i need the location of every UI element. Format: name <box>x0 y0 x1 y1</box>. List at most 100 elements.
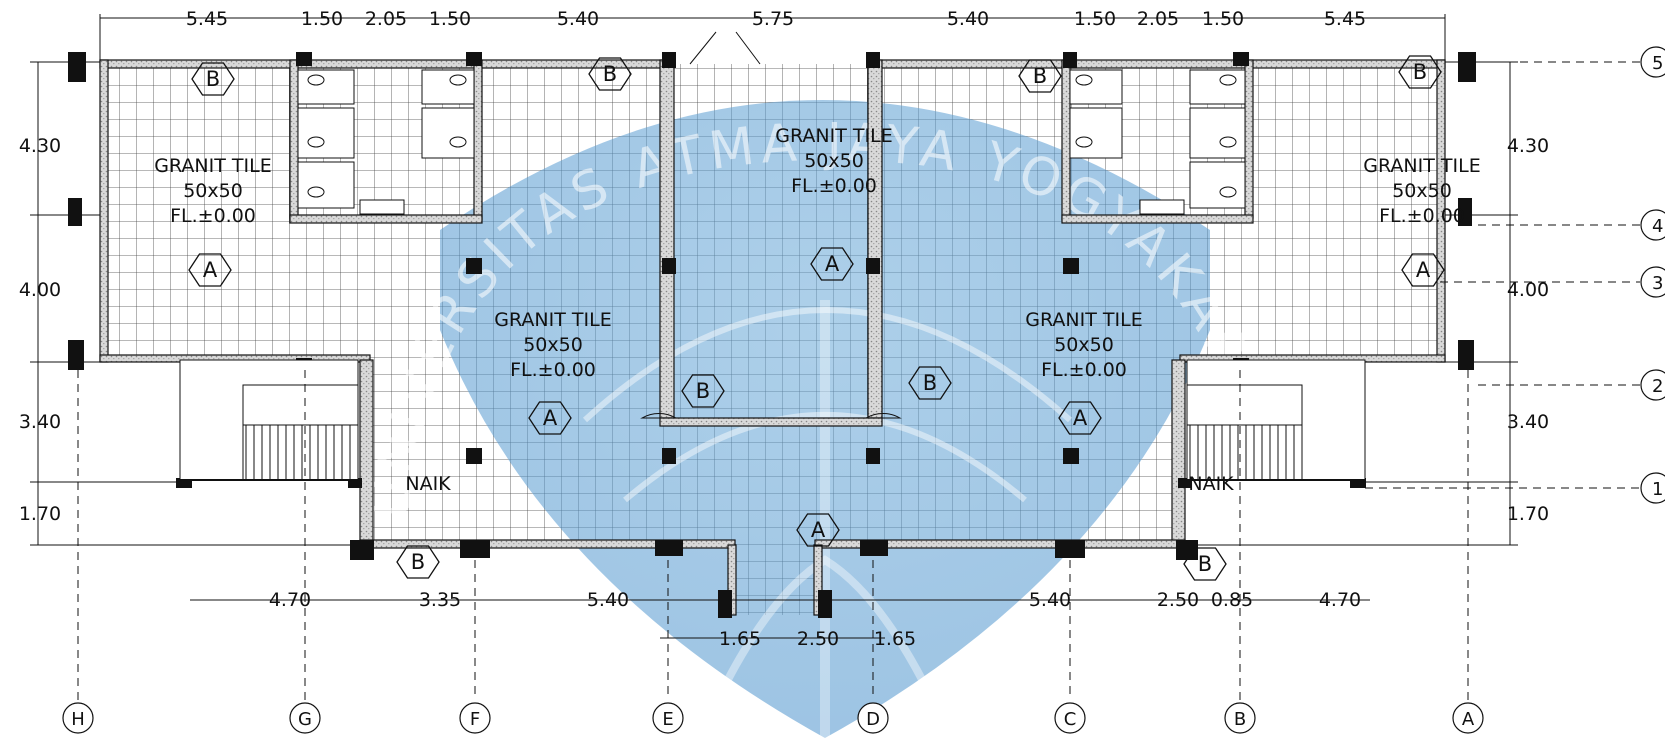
hex-tag-a: A <box>1058 401 1102 435</box>
dims-entrance: 1.65 2.50 1.65 <box>719 628 916 650</box>
svg-text:G: G <box>298 709 312 730</box>
hex-tag-a: A <box>188 253 232 287</box>
axis-bubble-g: G <box>289 702 321 734</box>
axis-bubble-2: 2 <box>1640 369 1665 401</box>
svg-text:A: A <box>1462 709 1475 730</box>
svg-text:FL.±0.00: FL.±0.00 <box>170 205 256 227</box>
stair-labels: NAIK NAIK <box>405 473 1234 495</box>
svg-text:50x50: 50x50 <box>1054 334 1114 356</box>
hex-tag-b: B <box>588 57 632 91</box>
svg-text:50x50: 50x50 <box>183 180 243 202</box>
dim-top-3: 2.05 <box>365 8 407 30</box>
room-label-right-hall: GRANIT TILE 50x50 FL.±0.00 <box>1025 309 1142 381</box>
dim-bottom-1: 4.70 <box>269 589 311 611</box>
svg-text:A: A <box>811 518 826 542</box>
svg-text:5: 5 <box>1652 53 1663 74</box>
svg-text:A: A <box>825 252 840 276</box>
dim-left-3: 3.40 <box>19 411 61 433</box>
dim-right-2: 4.00 <box>1507 279 1549 301</box>
dim-top-2: 1.50 <box>301 8 343 30</box>
toilet-fixtures-left <box>297 69 475 215</box>
axis-bubble-f: F <box>459 702 491 734</box>
svg-text:FL.±0.00: FL.±0.00 <box>1041 359 1127 381</box>
axis-bubble-a: A <box>1452 702 1484 734</box>
dim-bottom-4: 5.40 <box>1029 589 1071 611</box>
hex-tag-a: A <box>796 513 840 547</box>
dim-right-3: 3.40 <box>1507 411 1549 433</box>
grid-axes <box>77 61 1640 700</box>
hex-tag-a: A <box>1401 253 1445 287</box>
dims-bottom: 4.70 3.35 5.40 5.40 2.50 0.85 4.70 <box>269 589 1361 611</box>
dim-top-1: 5.45 <box>186 8 228 30</box>
axis-bubble-1: 1 <box>1640 472 1665 504</box>
dim-bottom-5: 2.50 <box>1157 589 1199 611</box>
dim-top-5: 5.40 <box>557 8 599 30</box>
svg-text:B: B <box>1234 709 1246 730</box>
svg-text:3: 3 <box>1652 273 1663 294</box>
svg-text:FL.±0.00: FL.±0.00 <box>510 359 596 381</box>
dim-top-9: 2.05 <box>1137 8 1179 30</box>
dim-bottom-2: 3.35 <box>419 589 461 611</box>
hex-tag-a: A <box>810 247 854 281</box>
hex-tag-b: B <box>396 545 440 579</box>
dim-bottom-3: 5.40 <box>587 589 629 611</box>
dim-left-2: 4.00 <box>19 279 61 301</box>
dim-left-4: 1.70 <box>19 503 61 525</box>
dim-entrance-3: 1.65 <box>874 628 916 650</box>
dims-top: 5.45 1.50 2.05 1.50 5.40 5.75 5.40 1.50 … <box>186 8 1366 30</box>
hex-tag-b: B <box>681 374 725 408</box>
hex-tag-a: A <box>528 401 572 435</box>
svg-text:50x50: 50x50 <box>804 150 864 172</box>
axis-bubble-b: B <box>1224 702 1256 734</box>
doors <box>640 31 902 419</box>
dimension-lines <box>30 14 1518 639</box>
svg-text:H: H <box>71 709 85 730</box>
axis-bubbles-right: 5 4 3 2 1 <box>1640 46 1665 504</box>
svg-text:A: A <box>1416 258 1431 282</box>
room-label-right-wing: GRANIT TILE 50x50 FL.±0.00 <box>1363 155 1480 227</box>
dim-top-10: 1.50 <box>1202 8 1244 30</box>
dims-right: 4.30 4.00 3.40 1.70 <box>1507 135 1549 525</box>
svg-text:2: 2 <box>1652 376 1663 397</box>
svg-text:GRANIT TILE: GRANIT TILE <box>775 125 892 147</box>
svg-text:50x50: 50x50 <box>523 334 583 356</box>
svg-text:GRANIT TILE: GRANIT TILE <box>1025 309 1142 331</box>
axis-bubble-c: C <box>1054 702 1086 734</box>
svg-text:A: A <box>543 406 558 430</box>
axis-bubble-h: H <box>62 702 94 734</box>
stair-right <box>1186 359 1366 481</box>
svg-text:B: B <box>696 379 710 403</box>
hex-tag-b: B <box>1398 55 1442 89</box>
room-label-left-hall: GRANIT TILE 50x50 FL.±0.00 <box>494 309 611 381</box>
svg-text:1: 1 <box>1652 479 1663 500</box>
svg-text:B: B <box>923 371 937 395</box>
axis-bubble-5: 5 <box>1640 46 1665 78</box>
axis-bubble-e: E <box>652 702 684 734</box>
dim-entrance-1: 1.65 <box>719 628 761 650</box>
svg-text:B: B <box>1033 64 1047 88</box>
svg-text:GRANIT TILE: GRANIT TILE <box>154 155 271 177</box>
hex-tag-b: B <box>908 366 952 400</box>
svg-text:C: C <box>1064 709 1077 730</box>
stair-label-left: NAIK <box>405 473 451 495</box>
dims-left: 4.30 4.00 3.40 1.70 <box>19 135 61 525</box>
axis-bubble-4: 4 <box>1640 209 1665 241</box>
svg-text:GRANIT TILE: GRANIT TILE <box>1363 155 1480 177</box>
room-label-left-wing: GRANIT TILE 50x50 FL.±0.00 <box>154 155 271 227</box>
svg-text:50x50: 50x50 <box>1392 180 1452 202</box>
dim-top-6: 5.75 <box>752 8 794 30</box>
svg-text:B: B <box>1413 60 1427 84</box>
dim-top-8: 1.50 <box>1074 8 1116 30</box>
toilet-fixtures-right <box>1069 69 1246 215</box>
dim-left-1: 4.30 <box>19 135 61 157</box>
hex-tag-b: B <box>1183 547 1227 581</box>
stair-label-right: NAIK <box>1188 473 1234 495</box>
dim-entrance-2: 2.50 <box>797 628 839 650</box>
dim-top-11: 5.45 <box>1324 8 1366 30</box>
svg-text:FL.±0.00: FL.±0.00 <box>1379 205 1465 227</box>
svg-text:GRANIT TILE: GRANIT TILE <box>494 309 611 331</box>
svg-text:A: A <box>203 258 218 282</box>
